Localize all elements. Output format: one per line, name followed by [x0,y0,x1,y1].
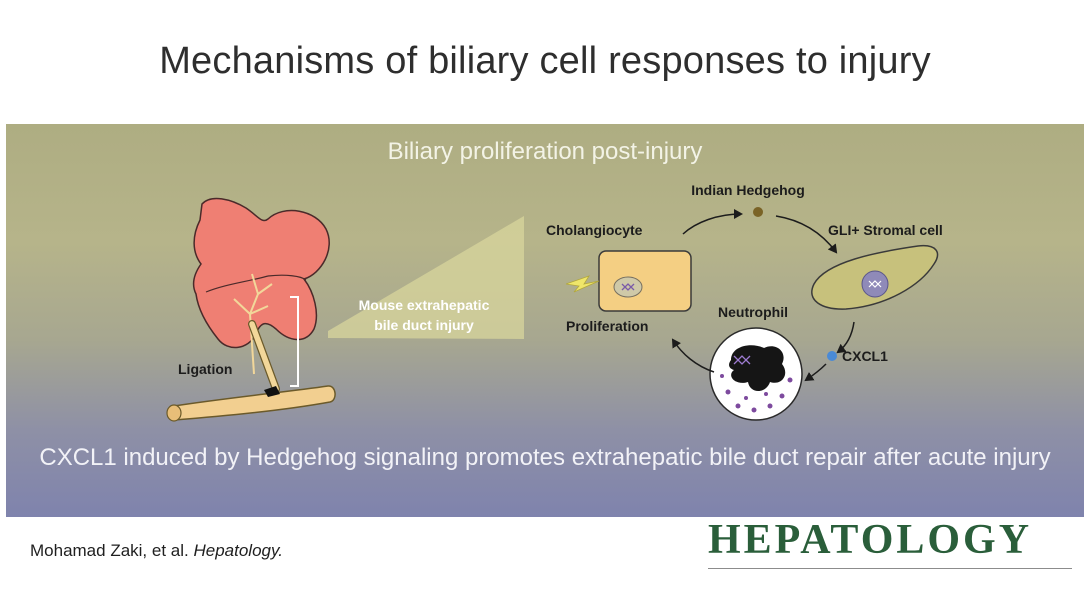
injury-label-line2: bile duct injury [374,317,474,333]
panel-caption: CXCL1 induced by Hedgehog signaling prom… [39,444,1051,471]
cholangiocyte-label: Cholangiocyte [546,222,643,238]
pathway-diagram: Ligation Mouse extrahepatic bile duct in… [166,182,943,422]
proliferation-label: Proliferation [566,318,648,334]
slide-title: Mechanisms of biliary cell responses to … [159,40,931,82]
cxcl1-label: CXCL1 [842,348,888,364]
intestine [167,385,336,421]
liver-shape [192,197,330,349]
injury-bracket [290,296,299,387]
zoom-wedge [328,216,524,339]
stromal-label: GLI+ Stromal cell [828,222,943,238]
citation: Mohamad Zaki, et al. Hepatology. [30,541,283,561]
arrow-to-cxcl1 [836,321,855,354]
journal-logo-underline [708,568,1072,569]
arrow-to-hedgehog [682,209,743,235]
hedgehog-label: Indian Hedgehog [691,182,805,198]
cholangiocyte-cell [598,250,692,312]
arrow-to-stromal [775,215,838,254]
ligation-label: Ligation [178,361,232,377]
hedgehog-ligand-icon [753,207,763,217]
injury-label-line1: Mouse extrahepatic [359,297,490,313]
stromal-nucleus [861,270,889,298]
citation-journal: Hepatology. [193,541,283,560]
journal-logo: HEPATOLOGY [708,517,1033,563]
graphical-abstract-panel: Biliary proliferation post-injury Ligati… [6,124,1084,517]
arrow-to-neutrophil [804,363,827,382]
citation-authors: Mohamad Zaki, et al. [30,541,189,560]
neutrophil-granules [720,374,793,413]
ligation-clip [264,386,280,397]
injury-bolt-icon [565,275,600,293]
arrow-to-proliferation [671,338,715,373]
cholangiocyte-nucleus [613,276,643,298]
cxcl1-chemokine-icon [827,351,837,361]
neutrophil-label: Neutrophil [718,304,788,320]
panel-heading: Biliary proliferation post-injury [387,138,703,165]
